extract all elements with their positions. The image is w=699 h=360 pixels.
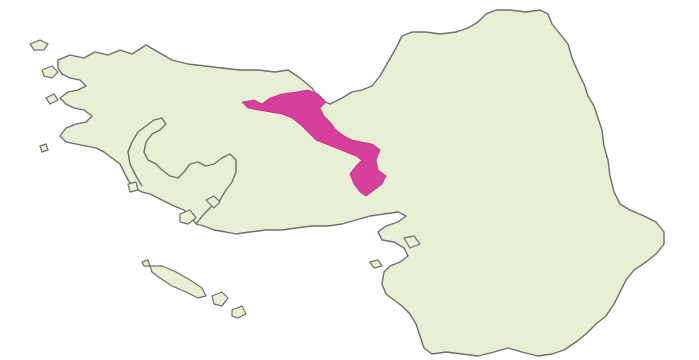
island-south-small: [141, 259, 151, 267]
island-north-west: [29, 39, 49, 51]
island-west-2: [45, 93, 59, 105]
island-south-east: [231, 305, 247, 319]
island-bay-3: [127, 181, 139, 193]
island-west-1: [41, 65, 59, 79]
island-south-middle: [211, 291, 229, 307]
island-south-bay-1: [369, 259, 383, 269]
highlighted-lake-region: [241, 89, 387, 197]
island-west-3: [39, 143, 49, 153]
island-south-large: [149, 265, 207, 299]
island-bay-1: [179, 209, 197, 225]
inner-bay-outline: [127, 117, 237, 225]
island-south-bay-2: [403, 235, 421, 249]
island-bay-2: [205, 195, 221, 209]
